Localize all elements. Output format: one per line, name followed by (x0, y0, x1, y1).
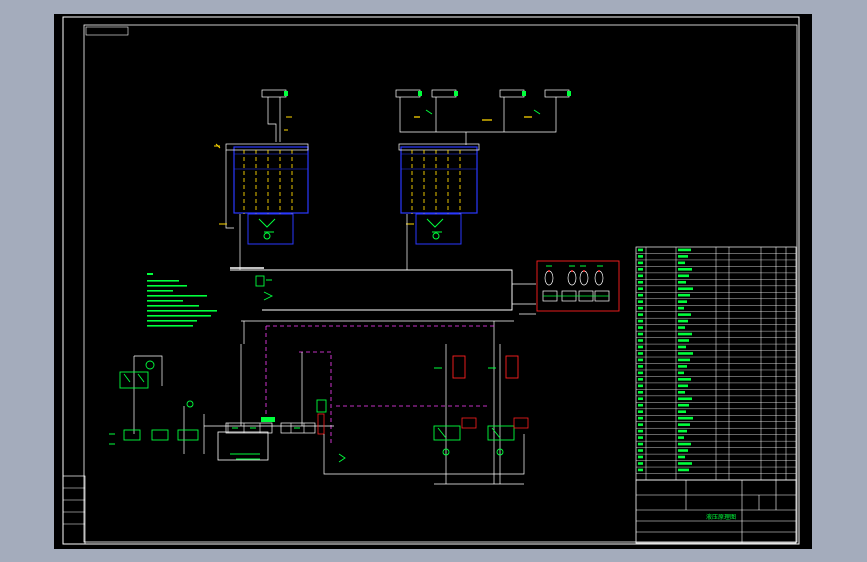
parts-table-index-text (638, 255, 643, 258)
parts-table-item-text (678, 462, 692, 465)
parts-table-index-text (638, 378, 643, 381)
parts-table-item-text (678, 319, 688, 323)
parts-table-item-text (678, 248, 691, 252)
parts-table-item-text (678, 268, 692, 271)
parts-table-index-text (638, 455, 643, 459)
parts-table-index-text (638, 449, 643, 452)
parts-table-index-text (638, 468, 643, 472)
parts-table-item-text (678, 326, 685, 329)
parts-table-index-text (638, 287, 643, 291)
parts-table-index-text (638, 248, 643, 252)
drawing-number-box (85, 26, 129, 36)
parts-table-index-text (638, 293, 643, 297)
parts-table-item-text (678, 345, 686, 349)
parts-table-index-text (638, 268, 643, 271)
parts-table-index-text (638, 462, 643, 465)
left-cylinder-group (214, 89, 309, 245)
parts-table-index-text (638, 319, 643, 323)
parts-table-index-text (638, 410, 643, 414)
inner-frame (83, 24, 798, 543)
parts-table-index-text (638, 436, 643, 439)
parts-table-item-text (678, 403, 689, 407)
parts-table-item-text (678, 442, 691, 446)
parts-table-index-text (638, 390, 643, 394)
parts-table-index-text (638, 371, 643, 375)
parts-table-item-text (678, 416, 693, 420)
left-cylinder-tank (233, 146, 309, 214)
left-valve-stack (204, 344, 525, 475)
parts-table-index-text (638, 332, 643, 336)
parts-table-item-text (678, 378, 691, 381)
parts-table-item-text (678, 274, 689, 278)
parts-table-index-text (638, 274, 643, 278)
parts-table-item-text (678, 306, 684, 310)
parts-table-item-text (678, 255, 688, 258)
parts-table-item-text (678, 280, 686, 284)
parts-table-item-text (678, 436, 684, 439)
drawing-sheet[interactable]: 液压原理图 (54, 14, 812, 549)
technical-notes (147, 273, 217, 327)
parts-table-index-text (638, 429, 643, 433)
parts-table-index-text (638, 300, 643, 303)
parts-table-index-text (638, 280, 643, 284)
parts-table-index-text (638, 261, 643, 265)
left-revision-block (62, 475, 86, 545)
parts-table-index-text (638, 339, 643, 342)
parts-table-index-text (638, 365, 643, 368)
parts-table-index-text (638, 358, 643, 362)
parts-list-table (635, 246, 797, 481)
parts-table-item-text (678, 397, 692, 401)
outer-frame (62, 16, 800, 545)
pump-unit (217, 431, 269, 461)
right-cylinder-tank (400, 146, 478, 214)
parts-table-index-text (638, 352, 643, 355)
parts-table-item-text (678, 332, 692, 336)
left-aux-valves (109, 355, 205, 454)
parts-table-item-text (678, 384, 688, 388)
pilot-lines (265, 325, 494, 444)
parts-table-item-text (678, 410, 686, 414)
parts-table-item-text (678, 390, 685, 394)
parts-table-item-text (678, 313, 691, 316)
parts-table-index-text (638, 423, 643, 426)
parts-table-index-text (638, 416, 643, 420)
title-block-drawing-name: 液压原理图 (706, 513, 736, 521)
parts-table-item-text (678, 287, 693, 291)
cylinder-1-rod (284, 91, 288, 96)
parts-table-index-text (638, 306, 643, 310)
parts-table-index-text (638, 442, 643, 446)
cylinder-1 (261, 89, 287, 98)
parts-table-item-text (678, 429, 687, 433)
parts-table-item-text (678, 371, 684, 375)
parts-table-item-text (678, 358, 690, 362)
title-block (635, 479, 797, 544)
parts-table-index-text (638, 397, 643, 401)
parts-table-item-text (678, 300, 687, 303)
parts-table-item-text (678, 352, 693, 355)
right-cylinder-group (395, 89, 571, 245)
parts-table-item-text (678, 423, 690, 426)
right-valve-groups (433, 344, 529, 485)
main-manifold (230, 214, 536, 484)
parts-table-item-text (678, 261, 685, 265)
parts-table-item-text (678, 365, 687, 368)
parts-table-item-text (678, 468, 689, 472)
parts-table-item-text (678, 339, 689, 342)
parts-table-index-text (638, 326, 643, 329)
parts-table-item-text (678, 293, 690, 297)
parts-table-index-text (638, 384, 643, 388)
accumulator-group (536, 260, 620, 312)
parts-table-item-text (678, 455, 685, 459)
parts-table-index-text (638, 313, 643, 316)
parts-table-item-text (678, 449, 688, 452)
parts-table-index-text (638, 403, 643, 407)
hydraulic-schematic: 液压原理图 (62, 16, 800, 545)
parts-table-index-text (638, 345, 643, 349)
